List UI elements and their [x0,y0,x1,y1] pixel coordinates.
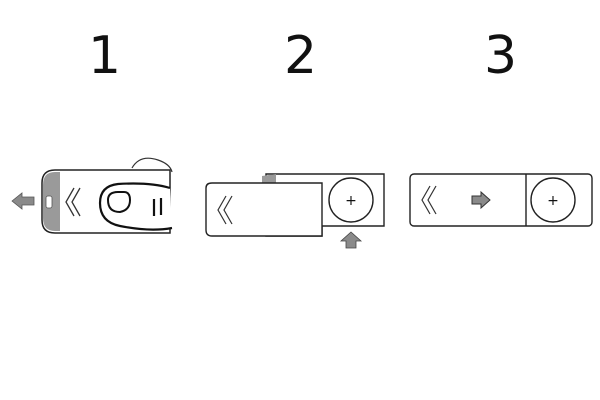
chevron-left-icon [217,195,227,225]
chevron-left-icon [421,185,431,215]
up-arrow-icon [339,231,363,249]
chevron-left-icon [65,187,75,217]
plus-icon: + [345,193,357,209]
cap-body [205,182,323,237]
step-number-2: 2 [284,26,318,86]
connector-circle [328,177,374,223]
connector-circle [530,177,576,223]
step-2-illustration: + [205,173,385,249]
step-number-1: 1 [88,26,122,86]
plus-icon: + [547,193,559,209]
finger-icon [98,182,173,231]
step-number-3: 3 [484,26,518,86]
right-arrow-icon [471,190,491,210]
step-1-illustration [11,157,173,234]
left-arrow-icon [11,192,35,210]
step-3-illustration: + [409,173,593,227]
